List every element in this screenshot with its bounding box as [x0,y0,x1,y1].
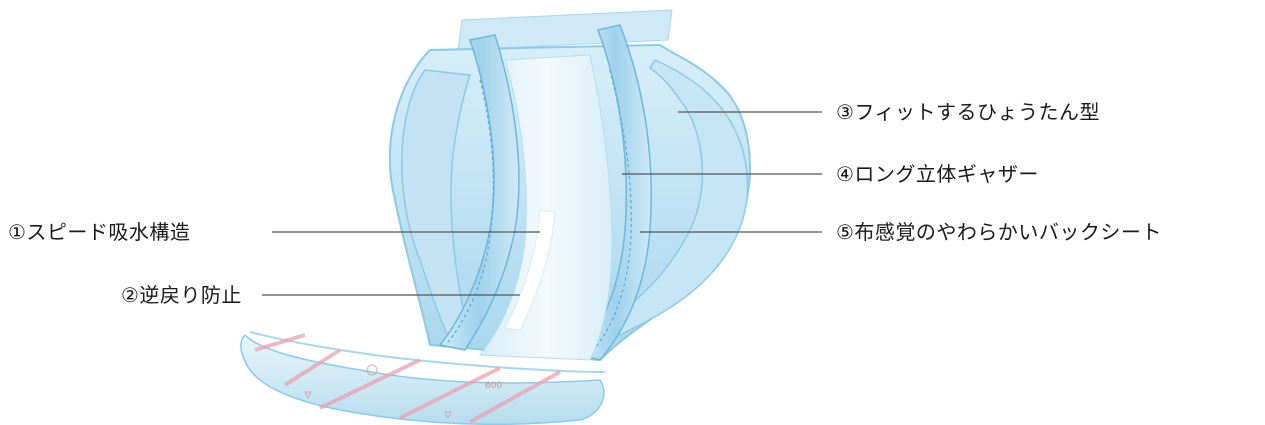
label-fit-gourd-shape: ③フィットするひょうたん型 [836,100,1100,124]
label-backflow-prevention: ②逆戻り防止 [121,283,242,307]
label-long-3d-gather: ④ロング立体ギャザー [836,162,1039,186]
svg-text:600: 600 [485,381,502,391]
label-speed-absorption: ①スピード吸水構造 [8,220,190,244]
label-soft-backsheet: ⑤布感覚のやわらかいバックシート [836,220,1162,244]
